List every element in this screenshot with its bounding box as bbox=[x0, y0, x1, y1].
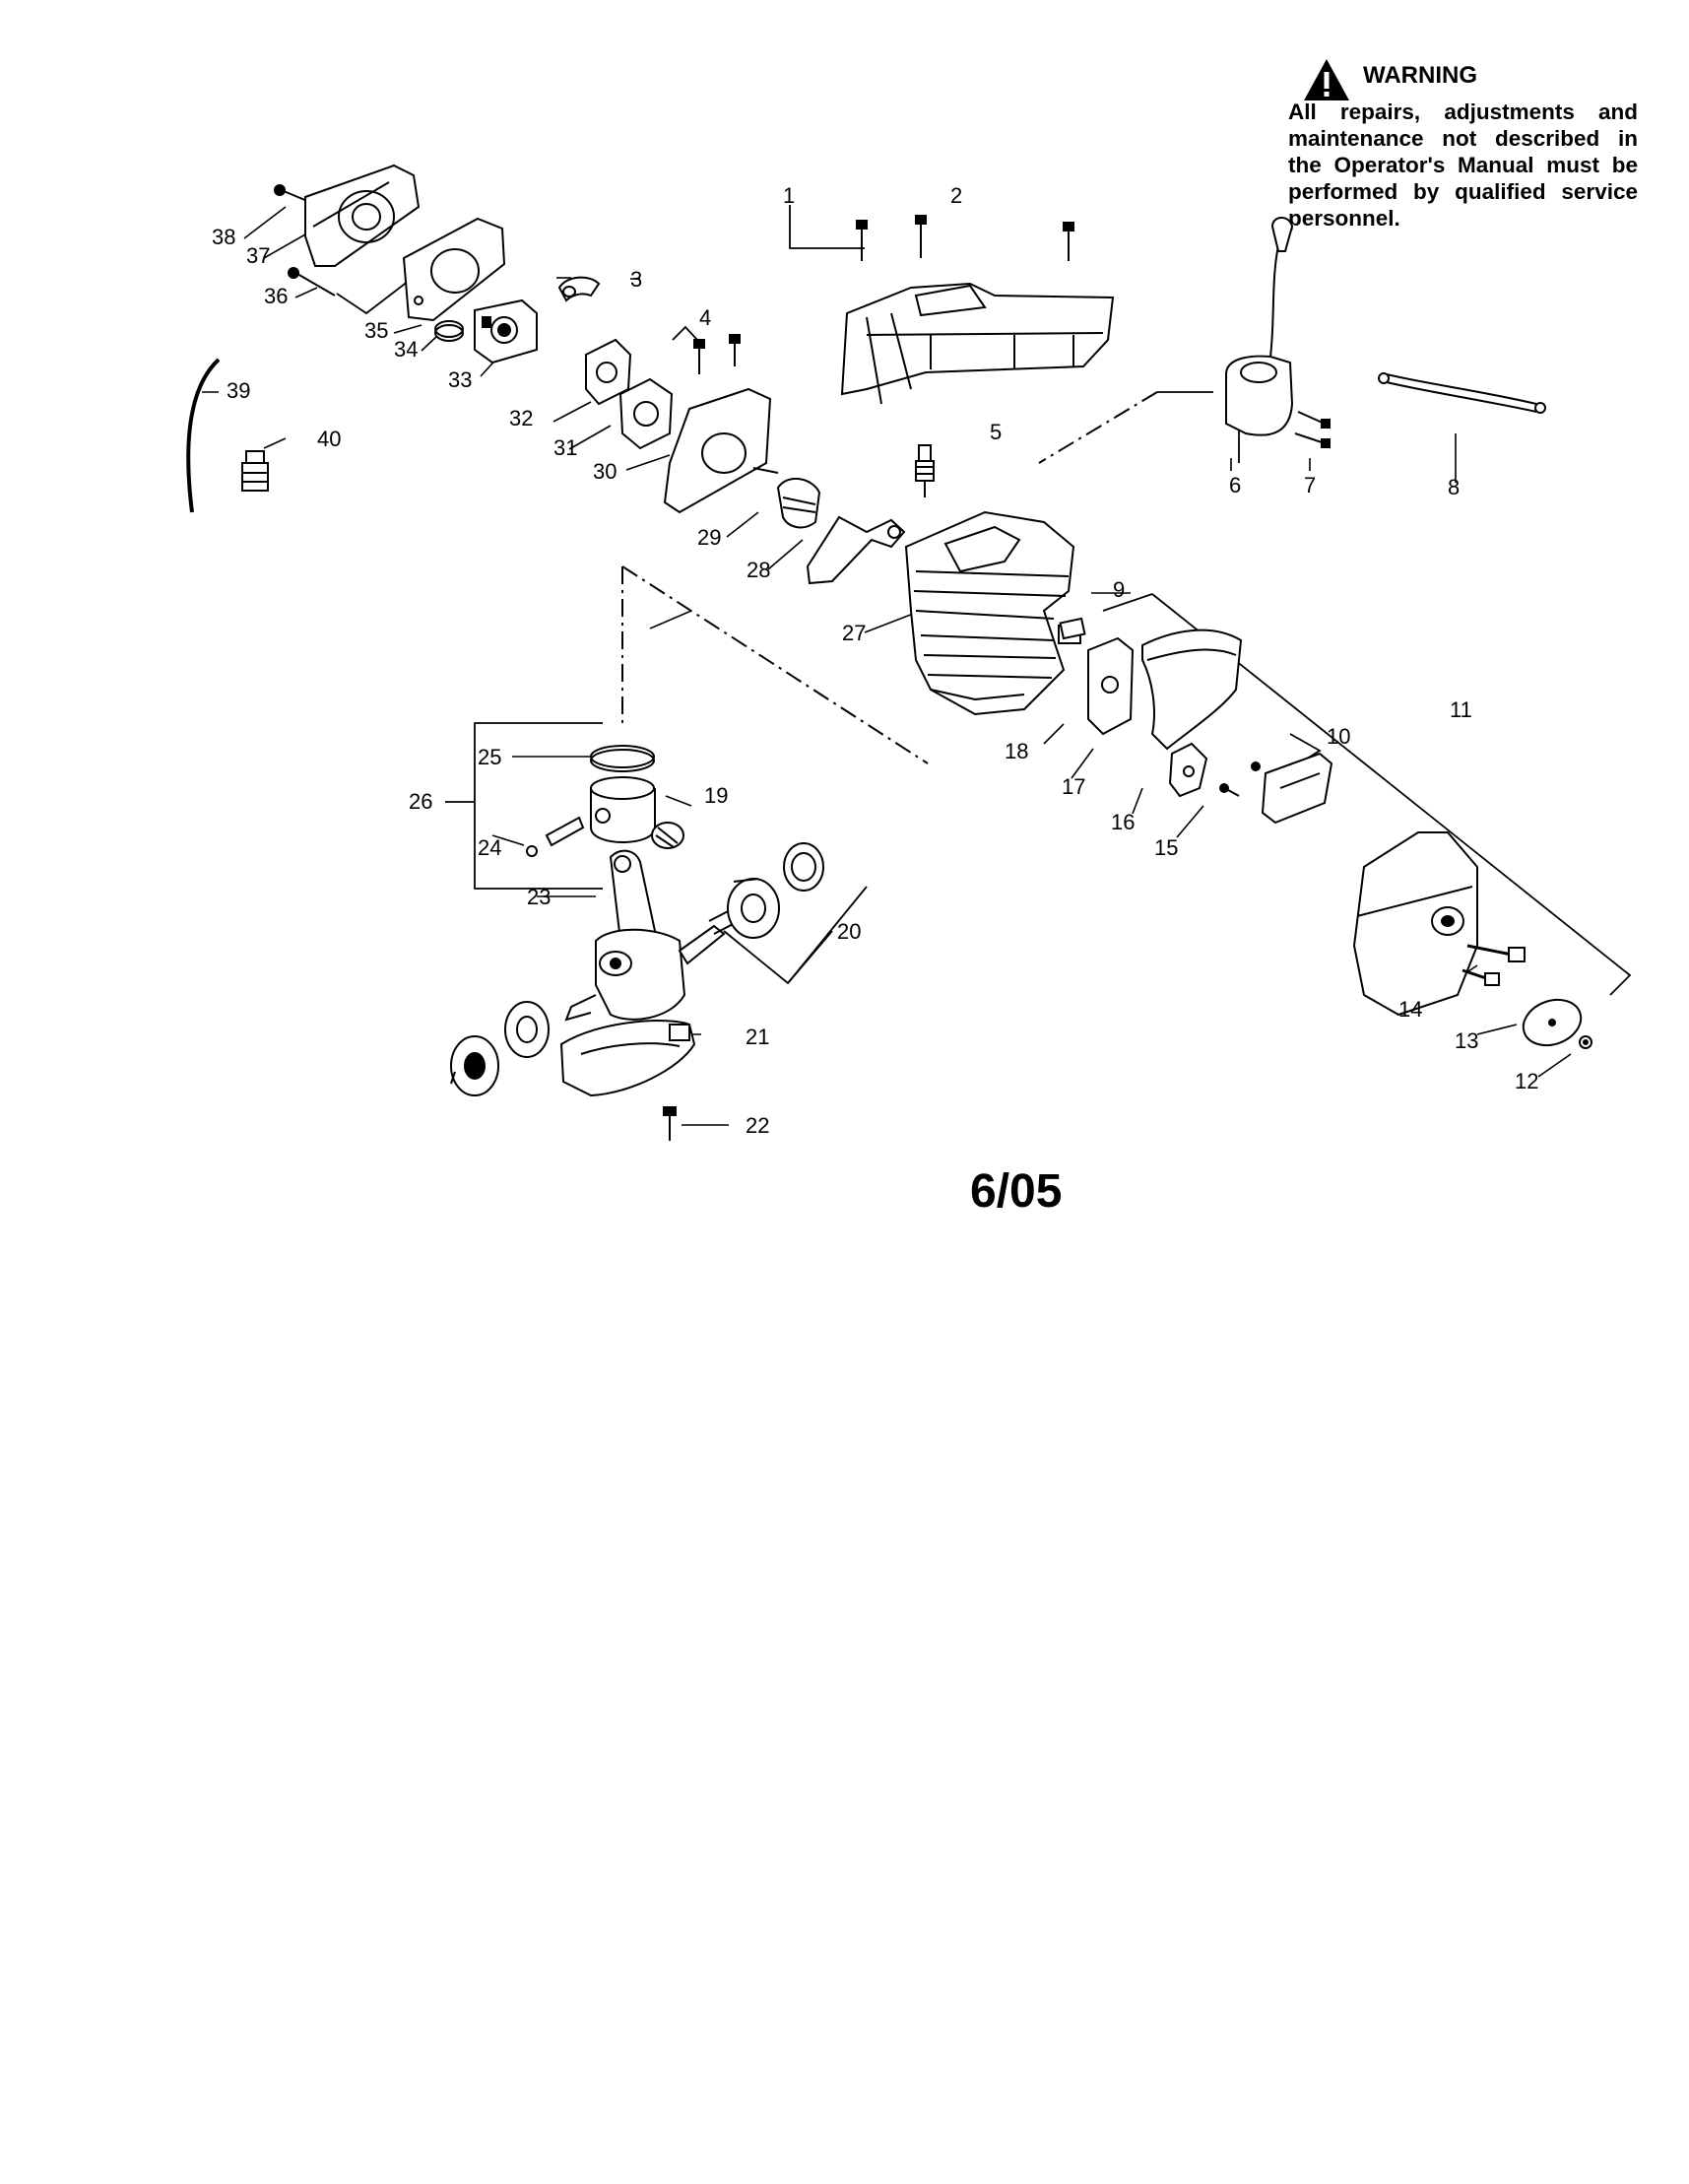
callout-5: 5 bbox=[990, 420, 1002, 444]
part-35-filter-plate bbox=[402, 217, 506, 322]
part-5-spark-plug bbox=[915, 444, 935, 497]
bracket-lines bbox=[336, 205, 1632, 996]
part-30-intake bbox=[663, 387, 779, 514]
warning-text: All repairs, adjustments and maintenance… bbox=[1288, 99, 1638, 231]
callout-11: 11 bbox=[1450, 697, 1472, 722]
callout-4: 4 bbox=[699, 305, 711, 330]
part-36-screw bbox=[288, 267, 336, 297]
callout-6: 6 bbox=[1229, 473, 1241, 497]
part-11-muffler bbox=[1352, 831, 1478, 1017]
assembly-dashdot-lines bbox=[621, 391, 1158, 764]
callout-40: 40 bbox=[317, 427, 341, 451]
callout-14: 14 bbox=[1398, 997, 1422, 1022]
callout-33: 33 bbox=[448, 367, 472, 392]
callout-10: 10 bbox=[1327, 724, 1350, 749]
part-16-gasket bbox=[1168, 742, 1208, 798]
callout-numbers: 1 2 3 4 5 6 7 8 9 10 11 12 13 14 15 16 1… bbox=[212, 183, 1538, 1138]
callout-16: 16 bbox=[1111, 810, 1135, 834]
callout-20: 20 bbox=[837, 919, 861, 944]
callout-35: 35 bbox=[364, 318, 388, 343]
callout-19: 19 bbox=[704, 783, 728, 808]
callout-23: 23 bbox=[527, 885, 551, 909]
warning-triangle-icon bbox=[1304, 59, 1349, 100]
part-39-fuel-hose bbox=[186, 358, 221, 513]
part-24-pin bbox=[526, 816, 585, 857]
part-20-bearings bbox=[727, 842, 824, 939]
part-14-screws bbox=[1462, 944, 1526, 986]
part-3-clip bbox=[557, 276, 601, 302]
callout-3: 3 bbox=[630, 267, 642, 292]
callout-21: 21 bbox=[746, 1025, 769, 1049]
callout-25: 25 bbox=[478, 745, 501, 769]
part-9-block bbox=[1059, 617, 1086, 640]
part-29-boot bbox=[776, 478, 821, 529]
part-40-fuel-filter bbox=[241, 450, 269, 492]
part-38-screw bbox=[274, 184, 308, 202]
revision-date: 6/05 bbox=[970, 1165, 1063, 1218]
callout-36: 36 bbox=[264, 284, 288, 308]
part-25-piston bbox=[590, 745, 656, 843]
callout-13: 13 bbox=[1455, 1028, 1478, 1053]
part-33-carburetor bbox=[474, 298, 538, 364]
callout-30: 30 bbox=[593, 459, 617, 484]
callout-18: 18 bbox=[1005, 739, 1028, 763]
part-23-crankshaft bbox=[564, 849, 740, 1022]
part-13-screen bbox=[1522, 998, 1583, 1047]
part-6-ignition-module bbox=[1225, 217, 1294, 436]
callout-22: 22 bbox=[746, 1113, 769, 1138]
part-22-screw bbox=[663, 1106, 677, 1141]
warning-title: WARNING bbox=[1363, 62, 1477, 89]
callout-1: 1 bbox=[783, 183, 795, 208]
part-17-deflector bbox=[1141, 629, 1243, 751]
part-18-gasket bbox=[1087, 636, 1135, 736]
callout-28: 28 bbox=[747, 558, 770, 582]
part-19-bearing bbox=[651, 822, 684, 849]
callout-31: 31 bbox=[553, 435, 577, 460]
part-12-nut bbox=[1579, 1035, 1592, 1049]
callout-37: 37 bbox=[246, 243, 270, 268]
callout-17: 17 bbox=[1062, 774, 1085, 799]
callout-24: 24 bbox=[478, 835, 501, 860]
part-4-screws bbox=[693, 334, 741, 374]
part-15-screw bbox=[1219, 783, 1240, 797]
callout-34: 34 bbox=[394, 337, 418, 362]
callout-12: 12 bbox=[1515, 1069, 1538, 1093]
callout-38: 38 bbox=[212, 225, 235, 249]
part-34-ring bbox=[434, 320, 464, 342]
callout-39: 39 bbox=[227, 378, 250, 403]
part-27-cylinder bbox=[904, 510, 1081, 716]
callout-8: 8 bbox=[1448, 475, 1460, 499]
callout-7: 7 bbox=[1304, 473, 1316, 497]
part-20-lower-bearings bbox=[450, 1001, 550, 1096]
part-10-plate bbox=[1251, 752, 1333, 825]
warning-box: WARNING All repairs, adjustments and mai… bbox=[1288, 57, 1638, 232]
part-28-bracket bbox=[806, 515, 906, 585]
callout-26: 26 bbox=[409, 789, 432, 814]
part-2-cylinder-cover bbox=[840, 215, 1115, 405]
callout-27: 27 bbox=[842, 621, 866, 645]
callout-32: 32 bbox=[509, 406, 533, 430]
part-8-wire bbox=[1378, 372, 1546, 414]
part-21-crankcase bbox=[559, 1020, 696, 1097]
callout-15: 15 bbox=[1154, 835, 1178, 860]
part-7-screws bbox=[1294, 411, 1331, 448]
part-1-screw bbox=[856, 220, 868, 261]
callout-9: 9 bbox=[1113, 577, 1125, 602]
part-31-gasket bbox=[618, 377, 674, 450]
part-37-filter-cover bbox=[304, 164, 421, 267]
callout-29: 29 bbox=[697, 525, 721, 550]
callout-2: 2 bbox=[950, 183, 962, 208]
